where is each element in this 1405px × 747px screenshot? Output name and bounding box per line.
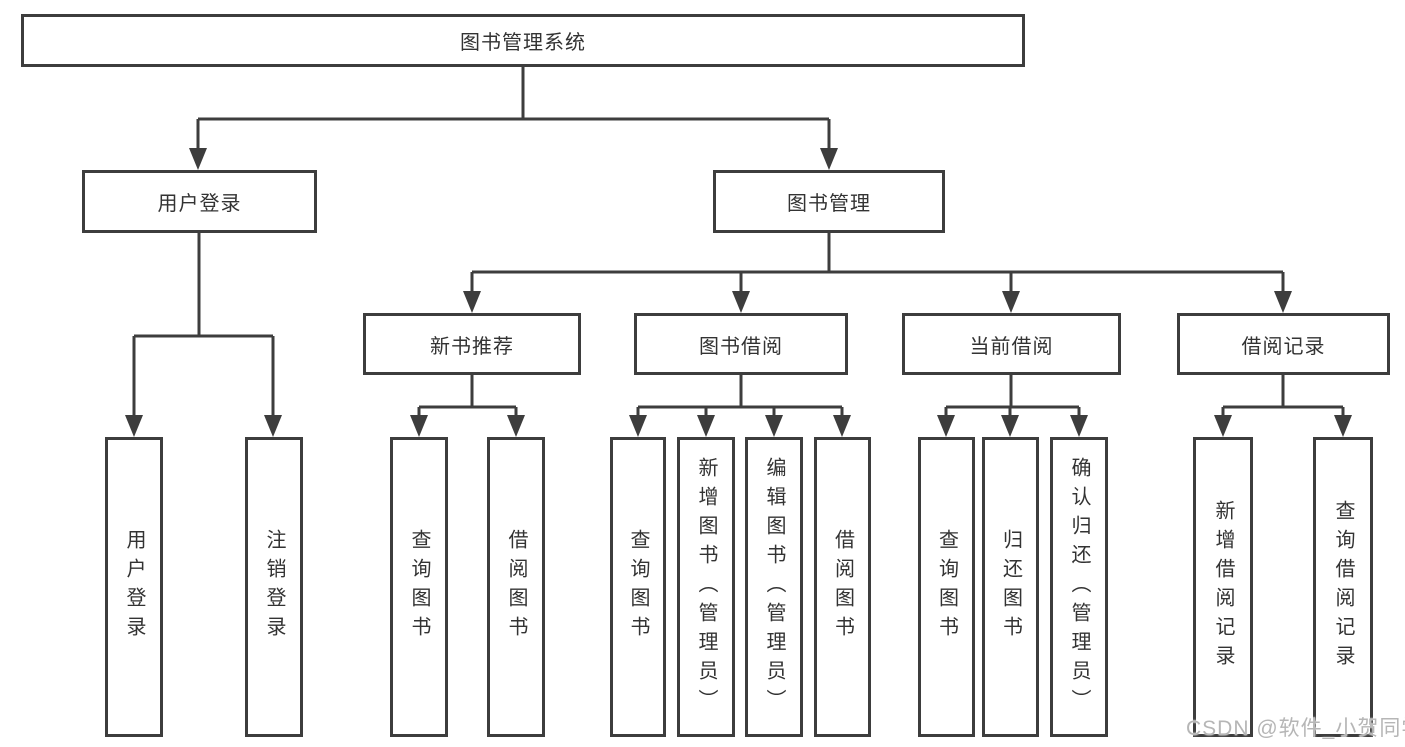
leaf-current-query-books-label: 查询图书 <box>935 529 958 645</box>
arrowhead-user-login <box>189 148 207 170</box>
node-book-management: 图书管理 <box>713 170 945 233</box>
arrowhead-current-return <box>1001 415 1019 437</box>
arrowhead-records-query <box>1334 415 1352 437</box>
arrowhead-records-add <box>1214 415 1232 437</box>
leaf-records-add-record: 新增借阅记录 <box>1193 437 1253 737</box>
node-borrow-records: 借阅记录 <box>1177 313 1390 375</box>
node-user-login: 用户登录 <box>82 170 317 233</box>
csdn-watermark: CSDN @软件_小贺同学 <box>1186 717 1405 740</box>
node-new-book-recommend: 新书推荐 <box>363 313 581 375</box>
arrowhead-borrow-query <box>629 415 647 437</box>
node-root-label: 图书管理系统 <box>460 32 586 54</box>
leaf-current-confirm-return-admin: 确认归还（管理员） <box>1050 437 1108 737</box>
leaf-borrow-edit-books-admin: 编辑图书（管理员） <box>745 437 803 737</box>
leaf-newrec-query-books: 查询图书 <box>390 437 448 737</box>
leaf-borrow-add-books-admin: 新增图书（管理员） <box>677 437 735 737</box>
leaf-logout-label: 注销登录 <box>263 529 285 645</box>
node-book-borrow: 图书借阅 <box>634 313 848 375</box>
leaf-current-return-books: 归还图书 <box>982 437 1039 737</box>
leaf-borrow-edit-books-admin-label: 编辑图书（管理员） <box>763 456 785 718</box>
leaf-records-query-record: 查询借阅记录 <box>1313 437 1373 737</box>
arrowhead-borrow-records <box>1274 291 1292 313</box>
arrowhead-borrow-borrow <box>833 415 851 437</box>
arrowhead-leaf-user-login <box>125 415 143 437</box>
leaf-newrec-borrow-books-label: 借阅图书 <box>505 529 527 645</box>
arrowhead-book-borrow <box>732 291 750 313</box>
node-root: 图书管理系统 <box>21 14 1025 67</box>
node-current-borrow-label: 当前借阅 <box>969 335 1054 358</box>
leaf-current-confirm-return-admin-label: 确认归还（管理员） <box>1068 456 1090 718</box>
leaf-current-query-books: 查询图书 <box>918 437 975 737</box>
node-book-borrow-label: 图书借阅 <box>699 335 783 358</box>
node-borrow-records-label: 借阅记录 <box>1241 335 1326 358</box>
leaf-current-return-books-label: 归还图书 <box>999 529 1022 645</box>
leaf-borrow-query-books: 查询图书 <box>610 437 666 737</box>
arrowhead-newrec-query <box>410 415 428 437</box>
leaf-borrow-add-books-admin-label: 新增图书（管理员） <box>695 456 717 718</box>
leaf-borrow-borrow-books-label: 借阅图书 <box>831 529 854 645</box>
node-current-borrow: 当前借阅 <box>902 313 1121 375</box>
leaf-user-login: 用户登录 <box>105 437 163 737</box>
leaf-newrec-borrow-books: 借阅图书 <box>487 437 545 737</box>
node-new-book-recommend-label: 新书推荐 <box>430 335 514 358</box>
arrowhead-borrow-edit <box>765 415 783 437</box>
leaf-newrec-query-books-label: 查询图书 <box>408 529 430 645</box>
arrowhead-current-query <box>937 415 955 437</box>
arrowhead-borrow-add <box>697 415 715 437</box>
leaf-user-login-label: 用户登录 <box>123 529 145 645</box>
arrowhead-leaf-logout <box>264 415 282 437</box>
arrowhead-current-confirm <box>1070 415 1088 437</box>
node-user-login-label: 用户登录 <box>157 193 242 215</box>
leaf-borrow-borrow-books: 借阅图书 <box>814 437 871 737</box>
leaf-records-add-record-label: 新增借阅记录 <box>1212 500 1234 674</box>
arrowhead-book-management <box>820 148 838 170</box>
leaf-records-query-record-label: 查询借阅记录 <box>1332 500 1354 674</box>
arrowhead-current-borrow <box>1002 291 1020 313</box>
arrowhead-new-book-recommend <box>463 291 481 313</box>
leaf-borrow-query-books-label: 查询图书 <box>627 529 649 645</box>
leaf-logout: 注销登录 <box>245 437 303 737</box>
arrowhead-newrec-borrow <box>507 415 525 437</box>
node-book-management-label: 图书管理 <box>787 193 871 215</box>
